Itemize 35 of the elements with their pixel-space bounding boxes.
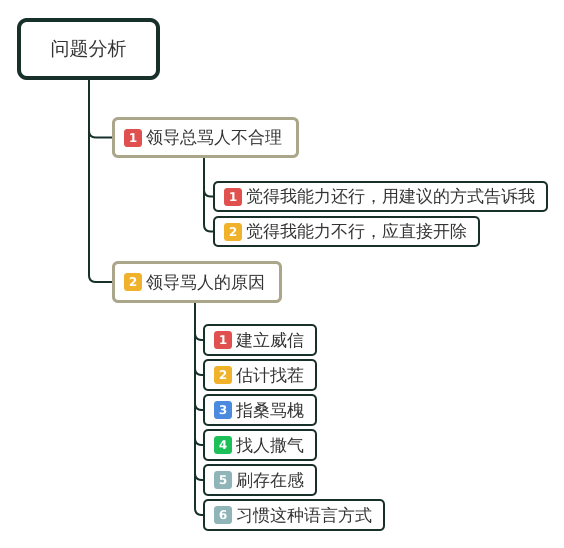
topic-label: 刷存在感 [236, 470, 304, 492]
subtopic-box [213, 181, 548, 212]
number-badge: 2 [214, 366, 232, 384]
number-badge: 1 [124, 128, 142, 146]
number-badge: 6 [214, 506, 232, 524]
number-badge: 4 [214, 436, 232, 454]
topic-box [112, 261, 282, 303]
number-badge: 1 [224, 188, 242, 206]
number-badge: 3 [214, 401, 232, 419]
number-badge: 5 [214, 471, 232, 489]
number-badge: 1 [214, 331, 232, 349]
topic-label: 觉得我能力还行，用建议的方式告诉我 [246, 186, 535, 208]
subtopic-box [203, 429, 317, 461]
topic-label: 领导骂人的原因 [146, 272, 265, 294]
topic-label: 问题分析 [50, 37, 126, 62]
subtopic-box [203, 394, 317, 426]
root-topic-box [17, 18, 160, 80]
topic-label: 估计找茬 [236, 364, 304, 386]
topic-label: 找人撒气 [236, 434, 304, 456]
connector-line [194, 302, 204, 516]
connector-line [203, 157, 214, 232]
connector-line [88, 79, 113, 283]
number-badge: 2 [224, 222, 242, 240]
topic-label: 指桑骂槐 [236, 400, 304, 422]
topic-box [112, 117, 299, 158]
subtopic-box [203, 324, 317, 356]
subtopic-box [203, 464, 317, 496]
topic-label: 觉得我能力不行，应直接开除 [246, 221, 467, 243]
topic-label: 建立威信 [236, 330, 304, 352]
topic-label: 习惯这种语言方式 [236, 504, 372, 526]
topic-label: 领导总骂人不合理 [146, 127, 282, 149]
subtopic-box [203, 499, 385, 531]
subtopic-box [213, 216, 480, 247]
number-badge: 2 [124, 273, 142, 291]
subtopic-box [203, 359, 317, 391]
